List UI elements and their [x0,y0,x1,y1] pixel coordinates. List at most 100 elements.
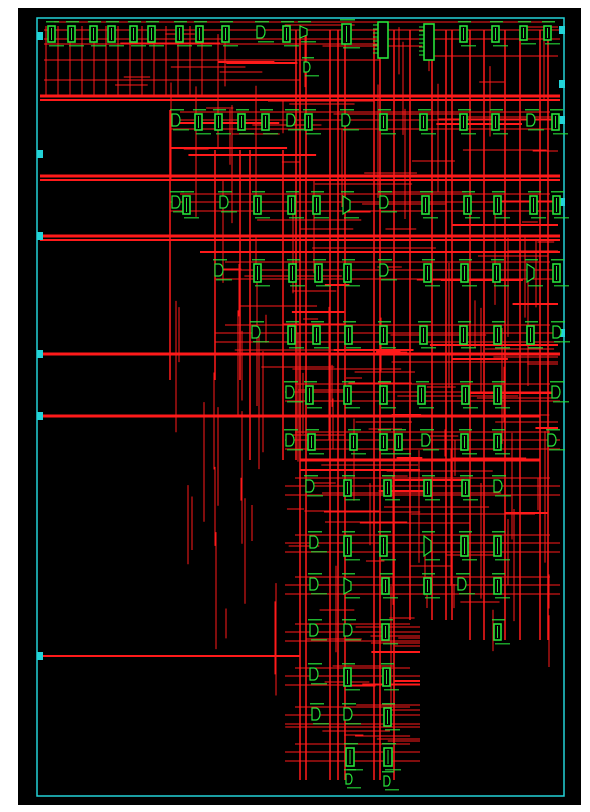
cell-label-mark [422,573,435,575]
cell-label-mark [384,689,399,691]
cell-label-mark [263,133,278,135]
cell-label-mark [308,619,322,621]
logic-cell [342,619,361,641]
cell-label-mark [422,531,435,533]
cell-label-mark [316,285,331,287]
top-module-boundary [36,17,565,797]
cell-label-mark [458,321,471,323]
cell-label-mark [421,133,436,135]
logic-cell [492,321,510,349]
logic-cell [255,21,274,43]
cell-label-mark [91,45,106,47]
cell-label-mark [382,771,394,773]
cell-label-mark [173,211,189,213]
cell-label-mark [252,191,265,193]
cell-label-mark [306,133,321,135]
cell-label-mark [307,495,323,497]
cell-label-mark [213,109,226,111]
cell-label-mark [420,191,433,193]
logic-cell [525,259,543,287]
cell-label-mark [184,217,199,219]
logic-cell [378,321,396,349]
cell-label-mark [342,259,355,261]
cell-label-mark [342,531,355,533]
cell-label-mark [347,787,361,789]
cell-label-mark [459,429,472,431]
logic-cell [285,109,304,131]
cell-label-mark [383,597,398,599]
cell-label-mark [462,191,475,193]
mux-body [423,534,432,558]
cell-label-mark [281,21,294,23]
cell-label-mark [342,703,356,705]
gate-body [552,325,562,339]
cell-label-mark [304,475,318,477]
logic-cell [418,321,436,349]
logic-cell [382,475,400,501]
logic-cell [416,381,434,409]
cell-label-mark [346,347,361,349]
gate-body [251,325,261,339]
cell-label-mark [284,429,298,431]
cell-label-mark [462,559,477,561]
cell-label-mark [174,21,187,23]
logic-cell [422,259,440,287]
cell-label-mark [345,597,360,599]
logic-cell [218,191,237,213]
logic-cell [525,109,544,131]
cell-label-mark [284,381,298,383]
cell-label-mark [258,41,274,43]
cell-label-mark [378,381,391,383]
gate-body [311,707,321,721]
cell-label-mark [420,429,434,431]
logic-cell [174,21,192,47]
gate-body [256,25,266,39]
logic-cell [193,109,211,135]
input-port [37,412,43,420]
cell-label-mark [260,109,273,111]
cell-label-mark [381,559,396,561]
cell-label-mark [531,217,546,219]
cell-label-mark [311,639,327,641]
logic-cell [459,429,477,455]
cell-label-mark [492,531,505,533]
gate-body [341,113,351,127]
mux-body [526,262,535,284]
cell-label-mark [301,41,316,43]
cell-label-mark [351,453,366,455]
cell-label-mark [425,559,440,561]
logic-cell [340,19,360,49]
logic-cell [551,321,570,343]
logic-cell [286,191,304,219]
cell-label-mark [490,21,503,23]
cell-label-mark [460,475,473,477]
cell-label-mark [313,259,326,261]
cell-label-mark [381,347,396,349]
cell-label-mark [345,689,360,691]
logic-cell [492,191,510,219]
cell-label-mark [381,453,396,455]
wide-cell [423,23,435,61]
cell-label-mark [314,347,329,349]
logic-cell [550,381,569,403]
logic-cell [458,321,476,349]
gate-body [551,385,561,399]
cell-label-mark [419,407,434,409]
cell-label-mark [378,321,391,323]
gate-body [421,433,431,447]
cell-label-mark [495,347,510,349]
logic-cell [311,191,329,219]
cell-label-mark [378,191,392,193]
logic-cell [220,21,238,47]
input-port [37,232,43,240]
gate-body [285,433,295,447]
cell-label-mark [554,285,569,287]
gate-body [345,773,353,785]
logic-cell [381,663,399,691]
cell-label-mark [459,531,472,533]
cell-label-mark [345,639,361,641]
logic-cell [550,109,568,135]
gate-body [526,113,536,127]
cell-label-mark [342,619,356,621]
